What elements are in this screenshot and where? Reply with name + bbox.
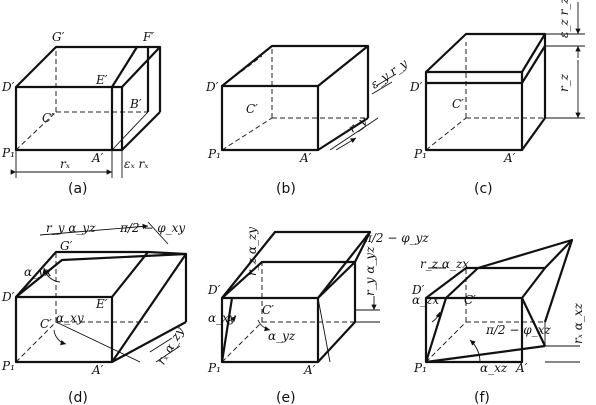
label-a: A′ (299, 151, 312, 165)
label-g: G′ (60, 239, 73, 253)
label-p1: P₁ (413, 361, 427, 375)
label-e: E′ (95, 297, 108, 311)
label-phi: π/2 − φ_yz (363, 231, 429, 245)
label-d: D′ (205, 80, 219, 94)
panel-f: r_z α_zx α_zx D′ C′ π/2 − φ_xz rₓ α_xz P… (411, 238, 585, 405)
label-rzazy: r_z α_zy (245, 227, 259, 276)
label-d: D′ (1, 80, 15, 94)
panel-b: D′ C′ P₁ A′ r_y ε_y r_y (b) (205, 44, 410, 197)
label-axy: α_xy (56, 311, 84, 325)
label-ryayz: r_y α_yz (363, 246, 377, 296)
label-c: C′ (464, 293, 476, 307)
label-ryayz: r_y α_yz (46, 221, 96, 235)
panel-c: D′ C′ P₁ A′ r_z ε_z r_z (c) (409, 0, 585, 197)
label-ery: ε_y r_y (368, 56, 410, 91)
label-d: D′ (411, 283, 425, 297)
label-rxaxz: rₓ α_xz (571, 302, 585, 344)
label-b: B′ (129, 97, 142, 111)
panel-e: r_z α_zy π/2 − φ_yz D′ r_y α_yz C′ α_xy … (207, 227, 429, 405)
label-d: D′ (409, 80, 423, 94)
label-p1: P₁ (1, 359, 15, 373)
label-a: A′ (515, 361, 528, 375)
label-f: F′ (142, 30, 154, 44)
caption-a: (a) (68, 181, 88, 197)
label-azx: α_zx (412, 293, 439, 307)
label-a: A′ (91, 363, 104, 377)
label-d: D′ (1, 290, 15, 304)
label-phi: π/2 − φ_xy (119, 221, 185, 235)
label-ry: r_y (346, 113, 369, 135)
label-a: A′ (303, 363, 316, 377)
label-c: C′ (262, 303, 274, 317)
caption-e: (e) (276, 390, 296, 405)
label-a: A′ (503, 151, 516, 165)
label-c: C′ (42, 111, 54, 125)
label-axy: α_xy (208, 311, 236, 325)
label-p1: P₁ (1, 146, 15, 160)
label-ayz: α_yz (268, 329, 296, 343)
label-e: E′ (95, 73, 108, 87)
panel-d: r_y α_yz π/2 − φ_xy G′ α_yx D′ E′ C′ α_x… (1, 221, 188, 405)
caption-c: (c) (474, 181, 493, 197)
label-p1: P₁ (413, 147, 427, 161)
caption-b: (b) (276, 181, 296, 197)
panel-a: G′ F′ D′ E′ C′ B′ P₁ A′ rₓ εₓ rₓ (a) (1, 30, 162, 197)
label-rzazx: r_z α_zx (420, 257, 469, 271)
caption-d: (d) (68, 390, 88, 405)
label-ayx: α_yx (24, 265, 52, 279)
label-p1: P₁ (207, 361, 221, 375)
label-g: G′ (52, 30, 65, 44)
label-p1: P₁ (207, 147, 221, 161)
label-axz: α_xz (480, 361, 508, 375)
label-phi: π/2 − φ_xz (485, 323, 551, 337)
label-erx: εₓ rₓ (124, 157, 149, 171)
caption-f: (f) (474, 390, 490, 405)
label-a: A′ (91, 151, 104, 165)
label-rx: rₓ (60, 157, 71, 171)
label-c: C′ (452, 97, 464, 111)
label-c: C′ (40, 317, 52, 331)
label-erz: ε_z r_z (557, 0, 571, 38)
label-rz: r_z (557, 73, 571, 92)
label-d: D′ (207, 283, 221, 297)
label-c: C′ (246, 102, 258, 116)
